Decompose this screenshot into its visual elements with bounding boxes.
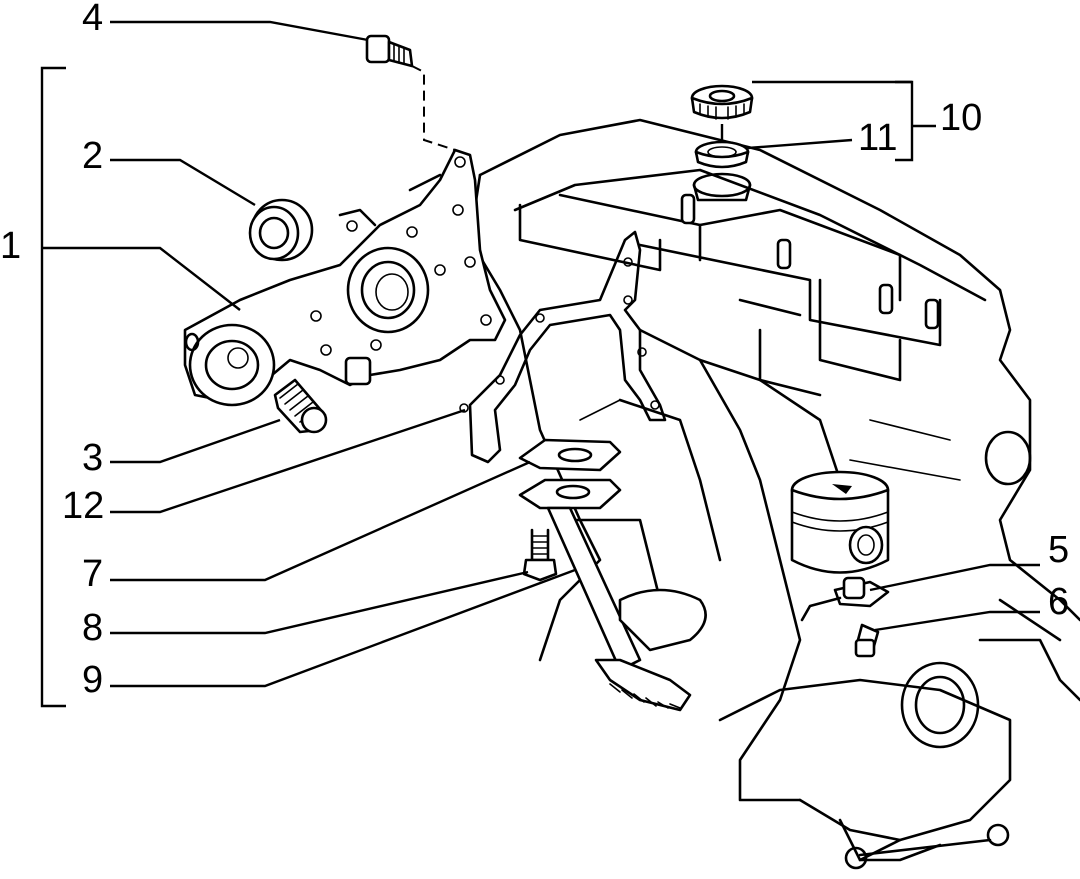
oil-pickup-strainer (518, 478, 707, 712)
oil-pump-housing (183, 148, 507, 407)
assembly-axis-line (411, 65, 456, 151)
pickup-bolt (522, 528, 558, 582)
piston (790, 470, 890, 574)
oil-filler-cap (690, 84, 754, 120)
sensor-screw (854, 623, 880, 658)
callout-4: 4 (82, 0, 103, 39)
seal-ring (248, 198, 314, 262)
engine-block (468, 118, 1080, 870)
leader-lines (42, 20, 1040, 688)
callout-12: 12 (62, 485, 104, 527)
pump-gasket (459, 230, 667, 464)
callout-1: 1 (0, 225, 21, 267)
callout-9: 9 (82, 659, 103, 701)
callout-5: 5 (1048, 529, 1069, 571)
oil-sensor (800, 576, 890, 622)
pressure-relief-plug (273, 378, 328, 434)
callout-numbers: 1 2 3 4 5 6 7 8 9 10 11 12 (0, 0, 1069, 701)
callout-8: 8 (82, 607, 103, 649)
bracket-group-10 (895, 80, 936, 162)
callout-11: 11 (858, 117, 897, 159)
callout-7: 7 (82, 553, 103, 595)
callout-10: 10 (940, 97, 982, 139)
callout-2: 2 (82, 135, 103, 177)
pickup-gasket (518, 438, 622, 472)
callout-3: 3 (82, 437, 103, 479)
bolt (365, 34, 414, 68)
bracket-group-1 (40, 66, 66, 708)
callout-6: 6 (1048, 581, 1069, 623)
filler-cap-seal (694, 140, 750, 169)
